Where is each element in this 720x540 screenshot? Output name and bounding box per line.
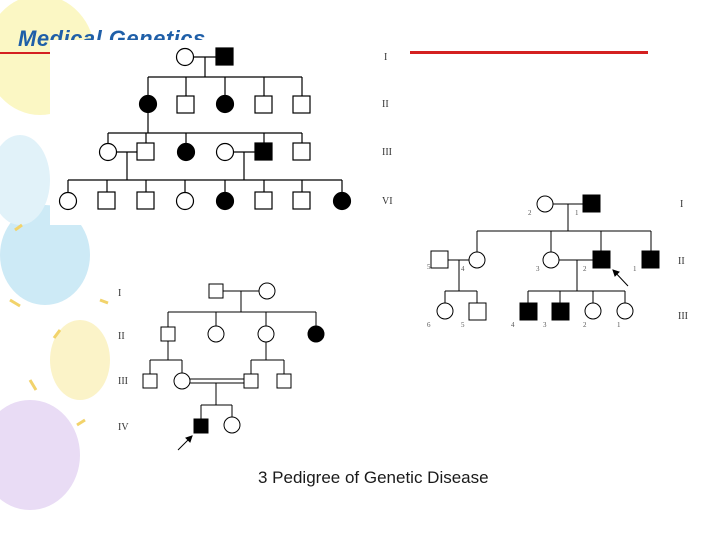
- ped1-III-5: [254, 142, 273, 161]
- ped2-III-3: [551, 302, 570, 321]
- ped1-II-5: [292, 95, 311, 114]
- balloon-blue-light: [0, 135, 50, 225]
- ped3-gen-label-3: III: [118, 376, 128, 387]
- pedigree-3-svg: I II III IV: [118, 282, 325, 451]
- ped2-gen-label-2: II: [678, 256, 685, 267]
- ped3-II-3: [257, 325, 275, 343]
- ped3-gen-label-1: I: [118, 288, 121, 299]
- title-underline-right: [405, 51, 648, 54]
- ped2-id-III-3: 3: [543, 321, 547, 329]
- ped3-I-male: [208, 283, 224, 299]
- ped2-III-4: [519, 302, 538, 321]
- ped1-II-2: [176, 95, 195, 114]
- ped1-II-3: [215, 94, 235, 114]
- ped2-I-1: [582, 194, 601, 213]
- ped3-II-1: [160, 326, 176, 342]
- ped3-III-1: [142, 373, 158, 389]
- ped2-gen-label-1: I: [680, 199, 683, 210]
- ped2-II-1: [641, 250, 660, 269]
- ped2-II-5: [430, 250, 449, 269]
- ped2-III-6: [436, 302, 454, 320]
- ped1-I-female: [175, 47, 195, 67]
- ped3-IV-2: [223, 416, 241, 434]
- ped3-III-3: [243, 373, 259, 389]
- balloon-yellow-bottom: [50, 320, 110, 400]
- ped1-VI-6: [254, 191, 273, 210]
- ped1-VI-3: [136, 191, 155, 210]
- pedigree-chart-2: 2 1 5 4 3 2 1 6 5 4 3 2 1 I II III: [425, 185, 695, 335]
- ped2-id-III-5: 5: [461, 321, 465, 329]
- ped2-id-II-2: 2: [583, 265, 587, 273]
- balloon-purple: [0, 400, 80, 510]
- ped1-I-male-affected: [215, 47, 234, 66]
- ped2-id-II-3: 3: [536, 265, 540, 273]
- ped1-III-2: [136, 142, 155, 161]
- balloon-blue: [0, 205, 90, 305]
- ped2-III-5: [468, 302, 487, 321]
- ped1-III-3: [176, 142, 196, 162]
- ped2-id-II-5: 5: [427, 263, 431, 271]
- ped2-id-II-1: 1: [633, 265, 637, 273]
- ped1-VI-7: [292, 191, 311, 210]
- ped3-I-female: [258, 282, 276, 300]
- ped3-III-4: [276, 373, 292, 389]
- ped1-VI-2: [97, 191, 116, 210]
- ped1-VI-4: [175, 191, 195, 211]
- ped2-gen-label-3: III: [678, 311, 688, 322]
- ped1-III-4: [215, 142, 235, 162]
- ped1-III-1: [98, 142, 118, 162]
- ped2-id-III-2: 2: [583, 321, 587, 329]
- ped2-III-2: [584, 302, 602, 320]
- title-underline-left: [0, 52, 50, 54]
- ped3-II-2: [207, 325, 225, 343]
- ped2-III-1: [616, 302, 634, 320]
- pedigree-chart-3: I II III IV: [110, 272, 340, 452]
- ped3-II-4: [307, 325, 325, 343]
- ped2-id-II-4: 4: [461, 265, 465, 273]
- ped2-id-III-6: 6: [427, 321, 431, 329]
- ped2-I-2: [536, 195, 554, 213]
- ped1-gen-label-1: I: [384, 52, 387, 63]
- ped1-VI-1: [58, 191, 78, 211]
- ped2-id-I-2: 2: [528, 209, 532, 217]
- ped1-II-4: [254, 95, 273, 114]
- confetti: [9, 223, 109, 427]
- ped2-id-I-1: 1: [575, 209, 579, 217]
- ped2-id-III-4: 4: [511, 321, 515, 329]
- ped2-II-2: [592, 250, 611, 269]
- ped2-II-4: [468, 251, 486, 269]
- ped3-III-2: [173, 372, 191, 390]
- ped3-gen-label-2: II: [118, 331, 125, 342]
- pedigree-chart-1: I II III VI: [50, 40, 410, 225]
- pedigree-1-svg: I II III VI: [58, 47, 393, 211]
- ped1-gen-label-3: III: [382, 147, 392, 158]
- ped2-II-3: [542, 251, 560, 269]
- ped1-VI-5: [215, 191, 235, 211]
- ped1-gen-label-2: II: [382, 99, 389, 110]
- ped3-gen-label-4: IV: [118, 422, 129, 433]
- ped1-III-6: [292, 142, 311, 161]
- ped3-IV-proband: [193, 418, 209, 434]
- ped2-id-III-1: 1: [617, 321, 621, 329]
- ped1-gen-label-4: VI: [382, 196, 393, 207]
- ped1-II-1: [138, 94, 158, 114]
- figure-caption: 3 Pedigree of Genetic Disease: [258, 468, 489, 487]
- ped1-VI-8: [332, 191, 352, 211]
- pedigree-2-svg: 2 1 5 4 3 2 1 6 5 4 3 2 1 I II III: [427, 194, 688, 329]
